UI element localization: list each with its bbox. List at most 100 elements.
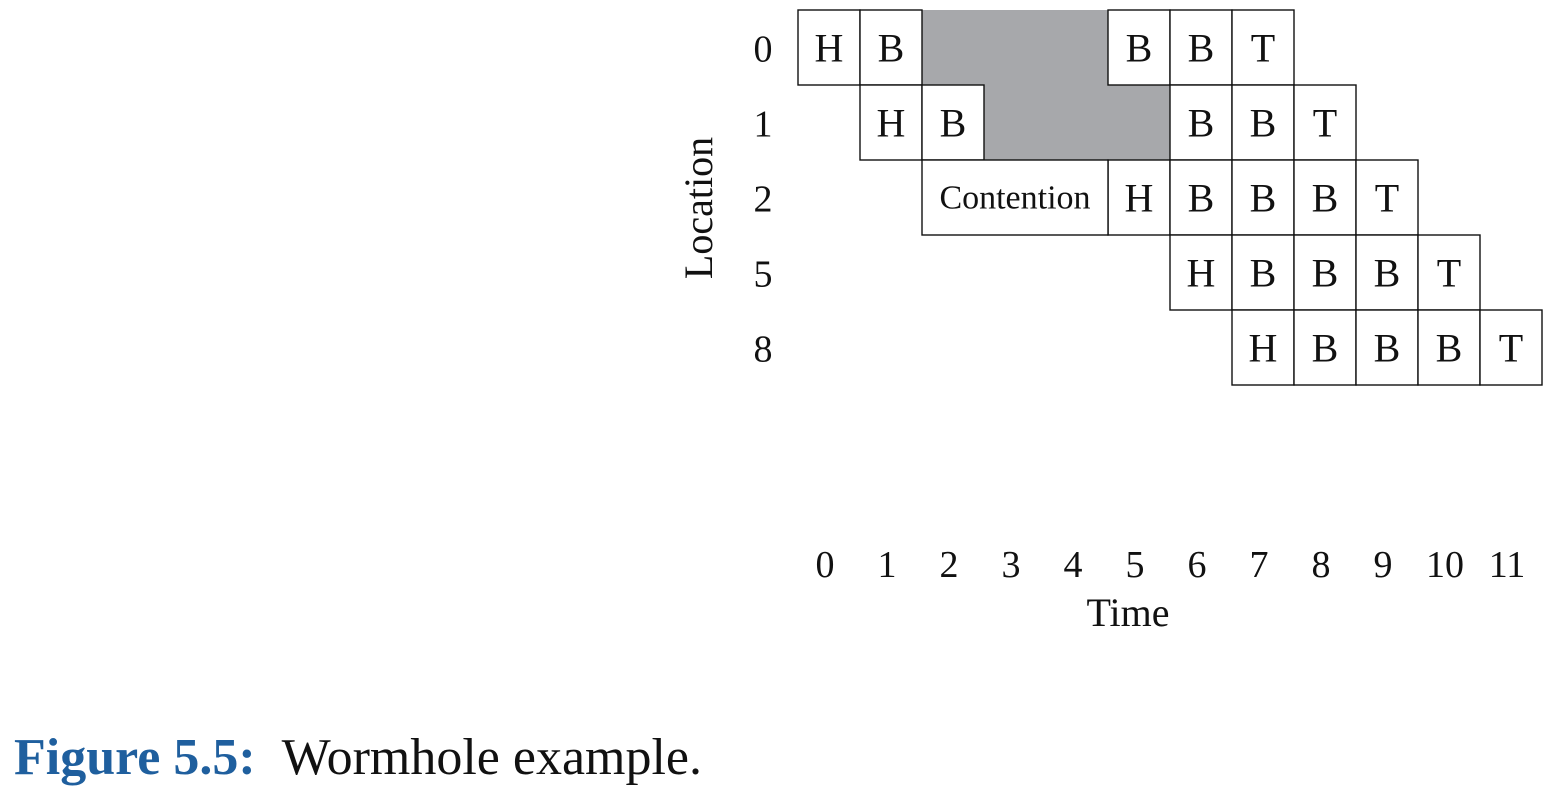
flit-cell: T xyxy=(1293,84,1357,161)
flit-cell: B xyxy=(1293,309,1357,386)
contention-rect xyxy=(921,159,1109,236)
time-tick-label: 1 xyxy=(878,544,897,586)
flit-cell: T xyxy=(1231,9,1295,86)
flit-cell: B xyxy=(1169,9,1233,86)
flit-cell-box xyxy=(1169,9,1233,86)
flit-label: B xyxy=(1250,176,1277,221)
flit-cell: B xyxy=(1293,159,1357,236)
flit-cell: H xyxy=(797,9,861,86)
location-axis: 0 1 2 5 8 xyxy=(754,29,773,371)
flit-label: T xyxy=(1375,176,1399,221)
flit-label: B xyxy=(1188,101,1215,146)
flit-cell: B xyxy=(1355,234,1419,311)
location-tick-label: 2 xyxy=(754,179,773,221)
flit-cell-box xyxy=(1231,159,1295,236)
flit-cell-box xyxy=(1107,159,1171,236)
flit-label: H xyxy=(815,26,844,71)
flit-cell: T xyxy=(1479,309,1543,386)
flit-label: B xyxy=(878,26,905,71)
flit-cell-box xyxy=(1417,309,1481,386)
flit-label: B xyxy=(1312,326,1339,371)
flit-cell: B xyxy=(1231,159,1295,236)
time-tick-label: 3 xyxy=(1002,544,1021,586)
flit-cell-box xyxy=(859,9,923,86)
flit-cell: B xyxy=(1231,84,1295,161)
flit-label: B xyxy=(1188,176,1215,221)
flit-label: B xyxy=(1250,251,1277,296)
flit-label: T xyxy=(1437,251,1461,296)
flit-cell-box xyxy=(1231,9,1295,86)
figure-number: Figure 5.5: xyxy=(14,729,256,786)
flit-cell: B xyxy=(1355,309,1419,386)
location-tick-label: 0 xyxy=(754,29,773,71)
flit-cell-box xyxy=(859,84,923,161)
figure-caption: Figure 5.5: Wormhole example. xyxy=(14,728,702,787)
blocked-region-0 xyxy=(922,10,1108,85)
flit-cell: H xyxy=(1169,234,1233,311)
flit-label: B xyxy=(1374,326,1401,371)
flit-label: T xyxy=(1251,26,1275,71)
flit-cell: B xyxy=(1417,309,1481,386)
flit-cell: H xyxy=(1107,159,1171,236)
flit-cell-box xyxy=(1479,309,1543,386)
flit-cell: B xyxy=(1169,159,1233,236)
flit-cell: B xyxy=(1107,9,1171,86)
time-tick-label: 6 xyxy=(1188,544,1207,586)
flit-cell: B xyxy=(1169,84,1233,161)
flit-cell: T xyxy=(1417,234,1481,311)
flit-label: H xyxy=(877,101,906,146)
flit-cell-box xyxy=(1169,84,1233,161)
flit-label: B xyxy=(1374,251,1401,296)
flit-label: B xyxy=(1250,101,1277,146)
flit-cell-box xyxy=(1293,84,1357,161)
flit-cell: B xyxy=(1293,234,1357,311)
flit-cell-box xyxy=(1231,309,1295,386)
blocked-region-1 xyxy=(984,85,1170,160)
flit-cell-box xyxy=(1355,159,1419,236)
location-tick-label: 1 xyxy=(754,104,773,146)
flit-label: B xyxy=(940,101,967,146)
flit-label: B xyxy=(1188,26,1215,71)
flit-cell: H xyxy=(859,84,923,161)
time-axis-label: Time xyxy=(1086,590,1169,635)
flit-label: B xyxy=(1312,251,1339,296)
location-axis-label: Location xyxy=(676,137,721,279)
contention-box: Contention xyxy=(921,159,1109,236)
flit-cell-box xyxy=(1231,234,1295,311)
location-tick-label: 8 xyxy=(754,329,773,371)
flit-label: T xyxy=(1313,101,1337,146)
location-tick-label: 5 xyxy=(754,254,773,296)
flit-label: H xyxy=(1125,176,1154,221)
flit-cell: B xyxy=(1231,234,1295,311)
flit-label: B xyxy=(1126,26,1153,71)
flit-label: B xyxy=(1436,326,1463,371)
flit-cell-box xyxy=(797,9,861,86)
flit-cell: T xyxy=(1355,159,1419,236)
flit-cell: B xyxy=(859,9,923,86)
time-tick-label: 7 xyxy=(1250,544,1269,586)
flit-label: H xyxy=(1187,251,1216,296)
time-tick-label: 4 xyxy=(1064,544,1083,586)
flit-cell-box xyxy=(1293,159,1357,236)
flit-label: H xyxy=(1249,326,1278,371)
time-tick-label: 9 xyxy=(1374,544,1393,586)
flit-cell-box xyxy=(1293,234,1357,311)
time-tick-label: 10 xyxy=(1426,544,1464,586)
time-tick-label: 8 xyxy=(1312,544,1331,586)
contention-label: Contention xyxy=(939,180,1090,217)
caption-text: Wormhole example. xyxy=(281,729,703,786)
flit-cell-box xyxy=(1355,309,1419,386)
flit-cell: B xyxy=(921,84,985,161)
blocked-regions xyxy=(922,10,1170,160)
flit-label: T xyxy=(1499,326,1523,371)
time-tick-label: 2 xyxy=(940,544,959,586)
flit-cell-box xyxy=(921,84,985,161)
time-tick-label: 5 xyxy=(1126,544,1145,586)
flit-cell-box xyxy=(1169,159,1233,236)
flit-cell-box xyxy=(1417,234,1481,311)
time-tick-label: 11 xyxy=(1489,544,1526,586)
